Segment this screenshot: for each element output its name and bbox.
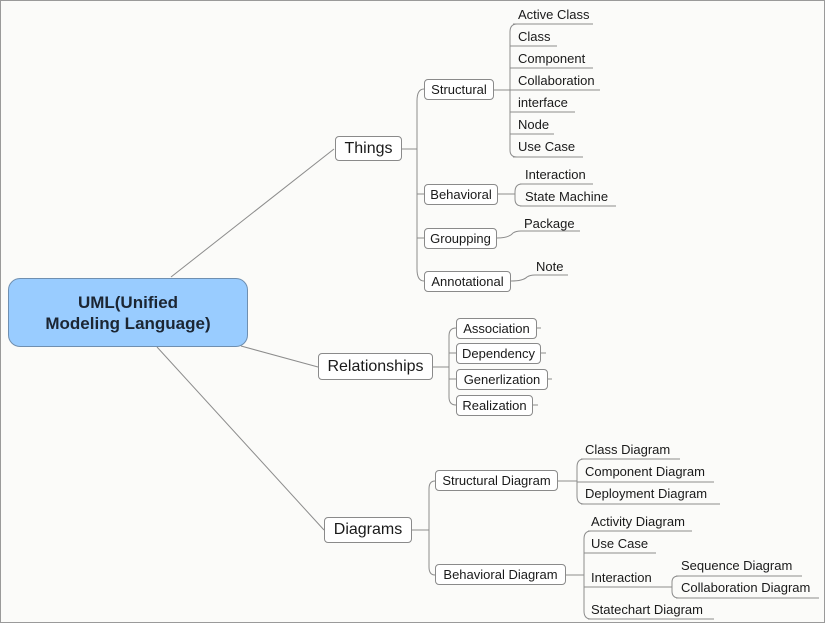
- leaf-component-diagram[interactable]: Component Diagram: [585, 464, 705, 479]
- root-title-line-1: UML(Unified: [77, 292, 179, 312]
- leaf-deployment-diagram[interactable]: Deployment Diagram: [585, 486, 708, 501]
- leaf-interaction[interactable]: Interaction: [525, 167, 586, 182]
- leaf-use-case-diagram[interactable]: Use Case: [591, 536, 649, 551]
- leaf-interaction-diagram[interactable]: Interaction: [591, 570, 652, 585]
- node-generlization[interactable]: Generlization: [456, 369, 548, 390]
- leaf-collaboration[interactable]: Collaboration: [518, 73, 595, 88]
- leaf-activity-diagram[interactable]: Activity Diagram: [591, 514, 685, 529]
- leaf-active-class[interactable]: Active Class: [518, 7, 590, 22]
- node-things[interactable]: Things: [335, 136, 402, 161]
- node-behavioral[interactable]: Behavioral: [424, 184, 498, 205]
- leaf-state-machine[interactable]: State Machine: [525, 189, 609, 204]
- node-groupping[interactable]: Groupping: [424, 228, 497, 249]
- root-title-line-2: Modeling Language): [45, 313, 211, 333]
- node-relationships[interactable]: Relationships: [318, 353, 433, 380]
- leaf-use-case[interactable]: Use Case: [518, 139, 576, 154]
- leaf-statechart-diagram[interactable]: Statechart Diagram: [591, 602, 703, 617]
- leaf-collaboration-diagram[interactable]: Collaboration Diagram: [681, 580, 811, 595]
- node-behavioral-diagram[interactable]: Behavioral Diagram: [435, 564, 566, 585]
- node-diagrams[interactable]: Diagrams: [324, 517, 412, 543]
- leaf-component[interactable]: Component: [518, 51, 586, 66]
- node-dependency[interactable]: Dependency: [456, 343, 541, 364]
- leaf-interface[interactable]: interface: [518, 95, 568, 110]
- node-structural-diagram[interactable]: Structural Diagram: [435, 470, 558, 491]
- leaf-class-diagram[interactable]: Class Diagram: [585, 442, 671, 457]
- leaf-class[interactable]: Class: [518, 29, 551, 44]
- leaf-node[interactable]: Node: [518, 117, 550, 132]
- node-annotational[interactable]: Annotational: [424, 271, 511, 292]
- leaf-note[interactable]: Note: [536, 259, 564, 274]
- leaf-package[interactable]: Package: [524, 216, 575, 231]
- leaf-sequence-diagram[interactable]: Sequence Diagram: [681, 558, 793, 573]
- node-structural[interactable]: Structural: [424, 79, 494, 100]
- node-realization[interactable]: Realization: [456, 395, 533, 416]
- root-node[interactable]: UML(Unified Modeling Language): [8, 278, 248, 347]
- node-association[interactable]: Association: [456, 318, 537, 339]
